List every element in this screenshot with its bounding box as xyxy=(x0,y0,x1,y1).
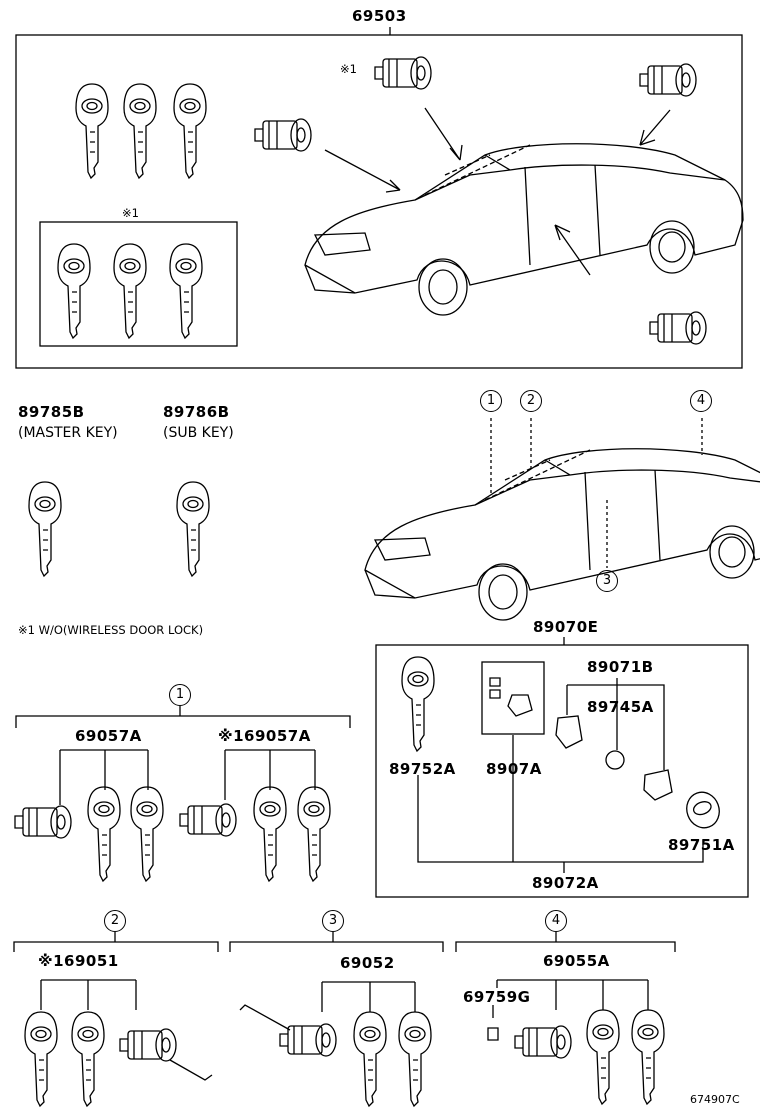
car-illustration-middle xyxy=(364,448,760,621)
top-frame xyxy=(15,34,743,369)
footnote: ※1 W/O(WIRELESS DOOR LOCK) xyxy=(18,623,204,637)
transmitter-part-89751A: 89751A xyxy=(668,836,735,854)
key-illustration xyxy=(253,786,287,882)
transmitter-part-89752A: 89752A xyxy=(389,760,456,778)
location-marker-4: 4 xyxy=(690,390,712,412)
battery-illustration xyxy=(605,750,625,770)
arrow xyxy=(324,149,401,193)
transmitter-part-89745A: 89745A xyxy=(587,698,654,716)
key-illustration xyxy=(123,83,157,179)
key-illustration xyxy=(173,83,207,179)
transmitter-board-illustration xyxy=(481,661,545,735)
key-illustration xyxy=(130,786,164,882)
transmitter-bottom-leaders xyxy=(417,735,704,873)
sub-key-illustration xyxy=(176,481,210,577)
door-cylinder-illustration xyxy=(119,1028,177,1062)
transmitter-cover-illustration xyxy=(643,769,673,801)
group3-bracket xyxy=(229,941,444,952)
car-illustration-top xyxy=(304,143,744,316)
ignition-cylinder-illustration xyxy=(254,118,312,152)
key-illustration xyxy=(586,1009,620,1105)
key-illustration xyxy=(113,243,147,339)
key-illustration xyxy=(398,1011,432,1107)
key-illustration xyxy=(57,243,91,339)
cylinder-rod xyxy=(169,1059,213,1081)
group2-leaders xyxy=(40,979,137,1010)
transmitter-leaders xyxy=(566,678,665,770)
group1-marker: 1 xyxy=(169,684,191,706)
group1-right-leaders xyxy=(224,749,316,800)
group1-left-leaders xyxy=(59,749,149,805)
key-illustration xyxy=(71,1011,105,1107)
transmitter-box-title: 89070E xyxy=(533,618,599,636)
key-illustration xyxy=(353,1011,387,1107)
key-illustration xyxy=(75,83,109,179)
group3-leaders xyxy=(321,981,416,1012)
inner-key-box xyxy=(39,221,238,347)
inner-box-mark: ※1 xyxy=(122,206,139,220)
group4-marker: 4 xyxy=(545,910,567,932)
group2-bracket xyxy=(13,941,219,952)
group1-bracket xyxy=(15,715,351,728)
group2-part: ※169051 xyxy=(38,952,119,970)
key-illustration xyxy=(297,786,331,882)
diagram-code: 674907C xyxy=(690,1093,740,1106)
group2-marker: 2 xyxy=(104,910,126,932)
group4-sub-part: 69759G xyxy=(463,988,531,1006)
location-marker-3: 3 xyxy=(596,570,618,592)
group1-left-part: 69057A xyxy=(75,727,142,745)
transmitter-part-89071B: 89071B xyxy=(587,658,654,676)
key-illustration xyxy=(24,1011,58,1107)
cylinder-illustration xyxy=(374,56,432,90)
group1-right-part: ※169057A xyxy=(218,727,311,745)
board-components xyxy=(489,677,533,717)
arrow xyxy=(424,107,463,161)
master-key-desc: (MASTER KEY) xyxy=(18,425,118,441)
transmitter-illustration xyxy=(686,791,720,829)
group3-part: 69052 xyxy=(340,954,395,972)
top-note-mark: ※1 xyxy=(340,62,357,76)
transmitter-part-8907A: 8907A xyxy=(486,760,542,778)
cylinder-illustration xyxy=(14,805,72,839)
key-illustration xyxy=(87,786,121,882)
arrow xyxy=(554,224,591,276)
location-marker-1: 1 xyxy=(480,390,502,412)
sub-key-desc: (SUB KEY) xyxy=(163,425,234,441)
key-illustration xyxy=(169,243,203,339)
clip-illustration xyxy=(487,1027,499,1041)
master-key-part: 89785B xyxy=(18,403,85,421)
location-marker-2: 2 xyxy=(520,390,542,412)
group4-part: 69055A xyxy=(543,952,610,970)
transmitter-key-illustration xyxy=(401,656,435,752)
key-illustration xyxy=(631,1009,665,1105)
group4-bracket xyxy=(455,941,676,952)
trunk-cylinder-illustration xyxy=(639,63,697,97)
sub-key-part: 89786B xyxy=(163,403,230,421)
transmitter-bottom-part: 89072A xyxy=(532,874,599,892)
cylinder-rod xyxy=(239,1004,291,1031)
trunk-cylinder-illustration xyxy=(514,1025,572,1059)
top-section-title: 69503 xyxy=(352,7,407,25)
transmitter-box xyxy=(375,644,749,898)
arrow xyxy=(639,109,671,146)
cylinder-illustration xyxy=(179,803,237,837)
door-cylinder-illustration xyxy=(649,311,707,345)
transmitter-case-illustration xyxy=(555,715,583,749)
group4-leaders xyxy=(492,979,649,1018)
group3-marker: 3 xyxy=(322,910,344,932)
master-key-illustration xyxy=(28,481,62,577)
